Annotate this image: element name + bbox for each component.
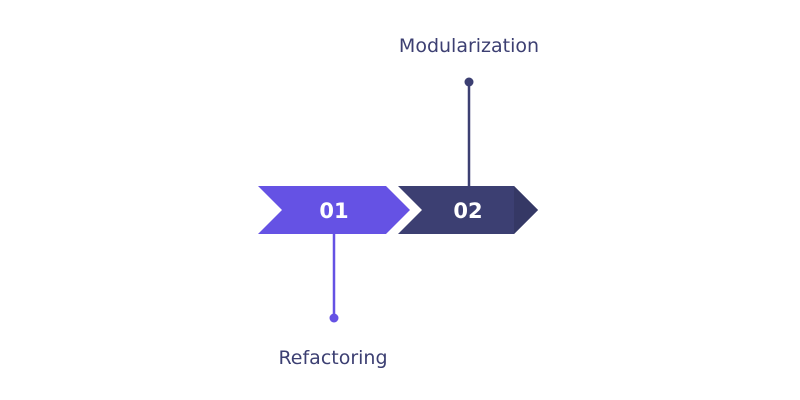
step-1-connector-dot [329,313,339,323]
step-2-chevron [398,186,538,234]
step-2: 02 Modularization [398,35,539,234]
step-2-chevron-tip [514,186,538,234]
step-1-number: 01 [319,199,348,223]
step-2-number: 02 [453,199,482,223]
step-2-connector-dot [464,77,474,87]
step-1: 01 Refactoring [258,186,410,369]
step-1-chevron [258,186,410,234]
step-1-label: Refactoring [278,347,387,369]
step-2-label: Modularization [399,35,539,57]
